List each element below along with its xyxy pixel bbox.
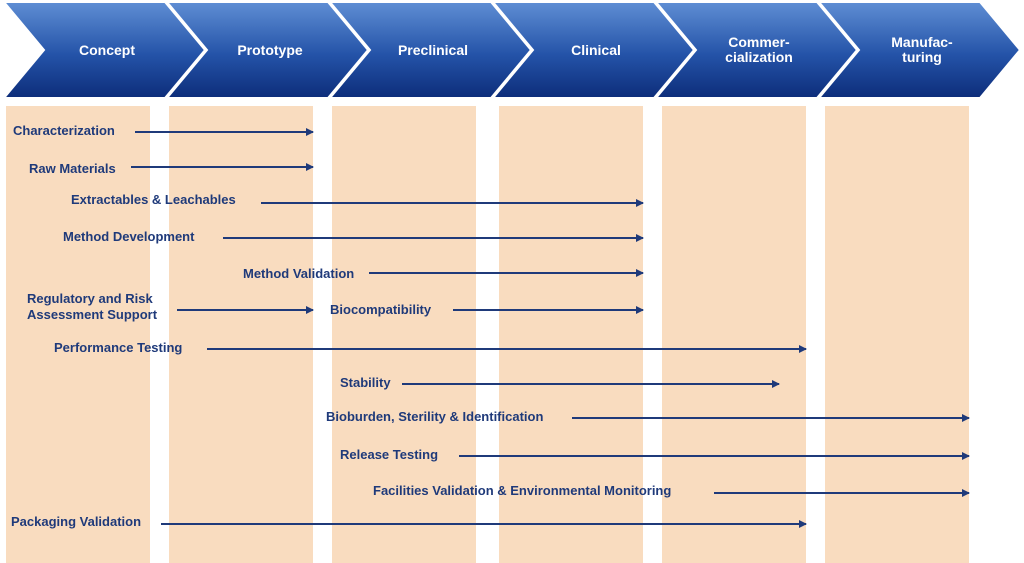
- activity-extractables-leachables: Extractables & Leachables: [71, 192, 236, 207]
- activity-method-development: Method Development: [63, 229, 195, 244]
- chevron-preclinical: [327, 1, 533, 99]
- stage-label-commercialization: Commer- cialization: [725, 34, 793, 65]
- column-prototype: [169, 106, 313, 563]
- stage-chevron-bar: [1, 1, 1022, 99]
- stage-label-manufacturing: Manufac- turing: [891, 34, 953, 65]
- chevron-manufacturing: [816, 1, 1022, 99]
- column-commercialization: [662, 106, 806, 563]
- column-clinical: [499, 106, 643, 563]
- activity-regulatory-risk: Regulatory and Risk Assessment Support: [27, 291, 158, 322]
- stage-label-prototype: Prototype: [237, 41, 303, 58]
- chevron-prototype: [164, 1, 370, 99]
- activity-performance-testing: Performance Testing: [54, 340, 183, 355]
- activity-packaging-validation: Packaging Validation: [11, 514, 142, 529]
- column-manufacturing: [825, 106, 969, 563]
- activity-characterization: Characterization: [13, 123, 115, 138]
- column-concept: [6, 106, 150, 563]
- chevron-commercialization: [653, 1, 859, 99]
- stage-label-preclinical: Preclinical: [397, 41, 469, 58]
- activity-bioburden-sterility: Bioburden, Sterility & Identification: [326, 409, 544, 424]
- activity-stability: Stability: [340, 375, 391, 390]
- activity-biocompatibility: Biocompatibility: [330, 302, 432, 317]
- activity-method-validation: Method Validation: [243, 266, 355, 281]
- column-preclinical: [332, 106, 476, 563]
- stage-label-clinical: Clinical: [571, 41, 621, 58]
- activity-facilities-validation: Facilities Validation & Environmental Mo…: [373, 483, 672, 498]
- activity-raw-materials: Raw Materials: [29, 161, 116, 176]
- chevron-concept: [1, 1, 207, 99]
- chevron-clinical: [490, 1, 696, 99]
- activity-release-testing: Release Testing: [340, 447, 439, 462]
- stage-label-concept: Concept: [79, 41, 135, 58]
